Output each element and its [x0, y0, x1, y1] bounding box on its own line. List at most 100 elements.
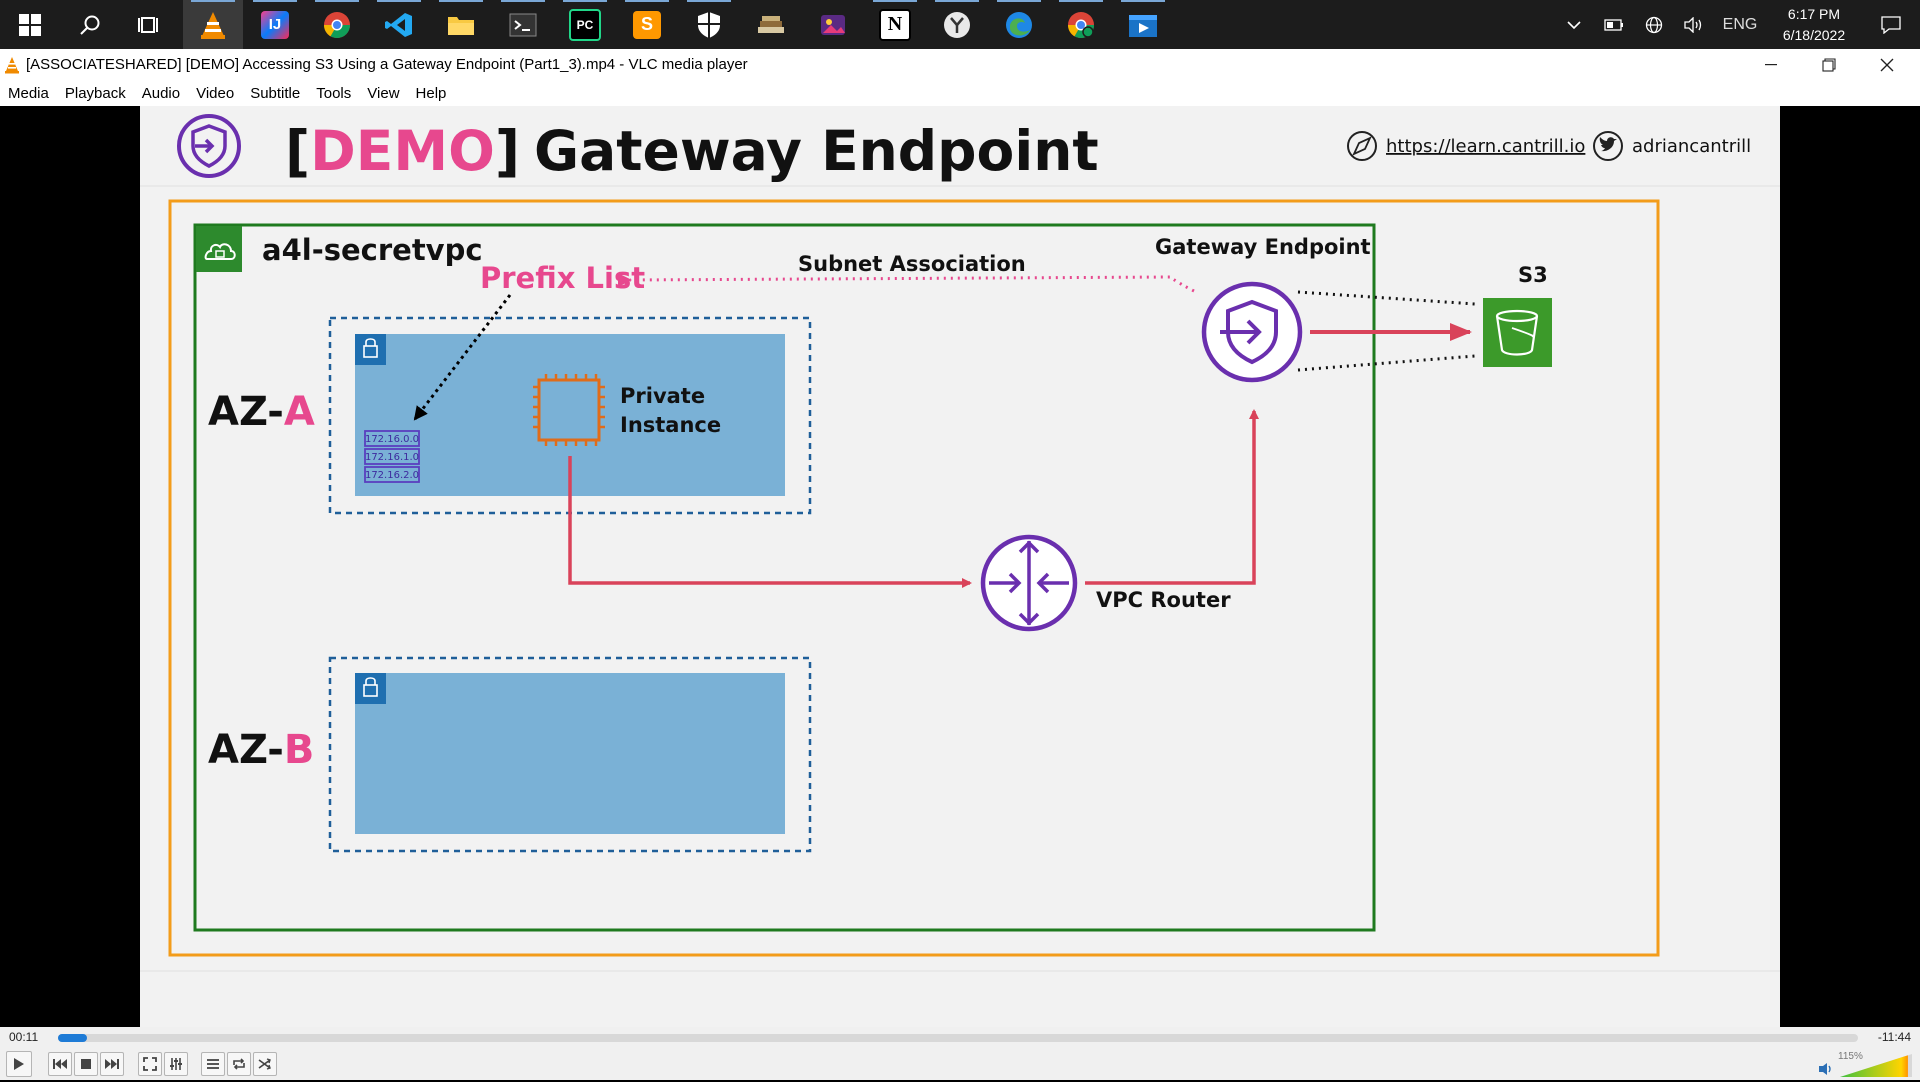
globe-icon — [1645, 16, 1663, 33]
ec2-instance-icon — [533, 374, 605, 446]
vlc-cone-icon — [5, 56, 19, 73]
chrome-profile-icon — [1067, 11, 1095, 38]
notification-icon — [1881, 15, 1901, 34]
subnet-association-arrow — [617, 273, 1195, 293]
playlist-button[interactable] — [201, 1052, 225, 1076]
clock[interactable]: 6:17 PM 6/18/2022 — [1766, 4, 1862, 46]
taskbar-app-sublime[interactable]: S — [617, 0, 677, 49]
window-titlebar: [ASSOCIATESHARED] [DEMO] Accessing S3 Us… — [0, 49, 1920, 80]
taskbar-app-edge[interactable] — [989, 0, 1049, 49]
loop-icon — [233, 1058, 245, 1070]
menu-audio[interactable]: Audio — [141, 84, 181, 102]
stop-button[interactable] — [74, 1052, 98, 1076]
search-button[interactable] — [60, 0, 120, 49]
taskbar-app-media-app[interactable] — [1113, 0, 1173, 49]
window-title: [ASSOCIATESHARED] [DEMO] Accessing S3 Us… — [26, 56, 748, 73]
extended-settings-button[interactable] — [164, 1052, 188, 1076]
prefix-list-arrow — [413, 294, 512, 421]
region-boundary — [168, 199, 1660, 957]
previous-button[interactable] — [48, 1052, 72, 1076]
books-icon — [758, 15, 784, 33]
speaker-icon — [1819, 1063, 1831, 1075]
restore-button[interactable] — [1800, 49, 1858, 80]
taskbar-app-vlc[interactable] — [183, 0, 243, 49]
taskbar-app-clock-app[interactable] — [927, 0, 987, 49]
seek-bar[interactable] — [58, 1034, 1858, 1042]
stop-icon — [81, 1059, 91, 1069]
menu-view[interactable]: View — [367, 84, 400, 102]
close-button[interactable] — [1858, 49, 1916, 80]
close-icon — [1880, 58, 1894, 71]
menu-help[interactable]: Help — [415, 84, 447, 102]
play-icon — [14, 1058, 24, 1070]
cidr-entry: 172.16.2.0 — [365, 470, 419, 481]
taskbar-app-chrome[interactable] — [307, 0, 367, 49]
video-area[interactable]: [DEMO]Gateway Endpoint https://learn.can… — [0, 106, 1920, 1027]
equalizer-icon — [170, 1058, 182, 1070]
taskbar-app-vscode[interactable] — [369, 0, 429, 49]
taskbar-app-terminal[interactable] — [493, 0, 553, 49]
taskbar-app-intellij[interactable]: IJ — [245, 0, 305, 49]
minimize-icon — [1765, 63, 1777, 65]
menu-playback[interactable]: Playback — [64, 84, 126, 102]
clock-time: 6:17 PM — [1787, 5, 1841, 22]
sublime-icon: S — [633, 10, 661, 39]
clock-icon — [944, 11, 970, 38]
private-instance-label: Private — [620, 384, 705, 408]
show-hidden-icons-button[interactable] — [1554, 0, 1594, 49]
vpc-boundary — [193, 223, 1376, 932]
volume-slider[interactable]: 115% — [1838, 1051, 1914, 1077]
slide-title: [DEMO]Gateway Endpoint — [285, 119, 1099, 183]
vpc-router-label: VPC Router — [1096, 588, 1231, 612]
fullscreen-button[interactable] — [138, 1052, 162, 1076]
subnet-association-label: Subnet Association — [798, 252, 1026, 276]
taskbar-app-10[interactable] — [741, 0, 801, 49]
compass-icon — [1347, 131, 1377, 161]
vpc-cloud-icon — [196, 226, 242, 272]
slide-diagram: [DEMO]Gateway Endpoint https://learn.can… — [140, 114, 1780, 972]
mute-button[interactable] — [1818, 1062, 1834, 1081]
menu-subtitle[interactable]: Subtitle — [250, 84, 301, 102]
shuffle-button[interactable] — [253, 1052, 277, 1076]
edge-icon — [1006, 11, 1032, 38]
language-indicator[interactable]: ENG — [1714, 0, 1766, 49]
menu-tools[interactable]: Tools — [316, 84, 352, 102]
loop-button[interactable] — [227, 1052, 251, 1076]
video-player-icon — [1129, 14, 1157, 37]
subnet-lock-icon — [355, 334, 386, 365]
taskbar-app-file-explorer[interactable] — [431, 0, 491, 49]
folder-icon — [448, 16, 474, 35]
router-to-endpoint-arrow — [1085, 409, 1259, 585]
task-view-button[interactable] — [120, 0, 180, 49]
photo-app-icon — [821, 14, 845, 35]
taskbar-app-notion[interactable]: N — [865, 0, 925, 49]
title-bracket-open: [ — [285, 119, 310, 183]
course-link[interactable]: https://learn.cantrill.io — [1386, 136, 1585, 157]
battery-button[interactable] — [1594, 0, 1634, 49]
play-button[interactable] — [6, 1051, 32, 1077]
taskbar-app-11[interactable] — [803, 0, 863, 49]
endpoint-s3-dotted-bottom — [1297, 354, 1476, 372]
taskbar-app-security[interactable] — [679, 0, 739, 49]
menu-video[interactable]: Video — [196, 84, 235, 102]
next-button[interactable] — [100, 1052, 124, 1076]
az-b-label: AZ-B — [208, 727, 314, 773]
volume-button[interactable] — [1674, 0, 1714, 49]
network-button[interactable] — [1634, 0, 1674, 49]
player-controls: 00:11 -11:44 — [0, 1027, 1920, 1080]
instance-to-router-arrow — [568, 456, 972, 588]
volume-label: 115% — [1838, 1051, 1863, 1062]
title-demo: DEMO — [310, 119, 495, 183]
title-rest: Gateway Endpoint — [534, 119, 1099, 183]
notifications-button[interactable] — [1862, 0, 1920, 49]
taskbar-app-chrome-profile[interactable] — [1051, 0, 1111, 49]
taskbar-app-pycharm[interactable]: PC — [555, 0, 615, 49]
start-button[interactable] — [0, 0, 60, 49]
menu-media[interactable]: Media — [8, 84, 49, 102]
cidr-entry: 172.16.0.0 — [365, 434, 419, 445]
search-icon — [80, 15, 100, 35]
minimize-button[interactable] — [1742, 49, 1800, 80]
chrome-icon — [323, 11, 351, 38]
remaining-time: -11:44 — [1877, 1030, 1911, 1044]
cidr-entry: 172.16.1.0 — [365, 452, 419, 463]
